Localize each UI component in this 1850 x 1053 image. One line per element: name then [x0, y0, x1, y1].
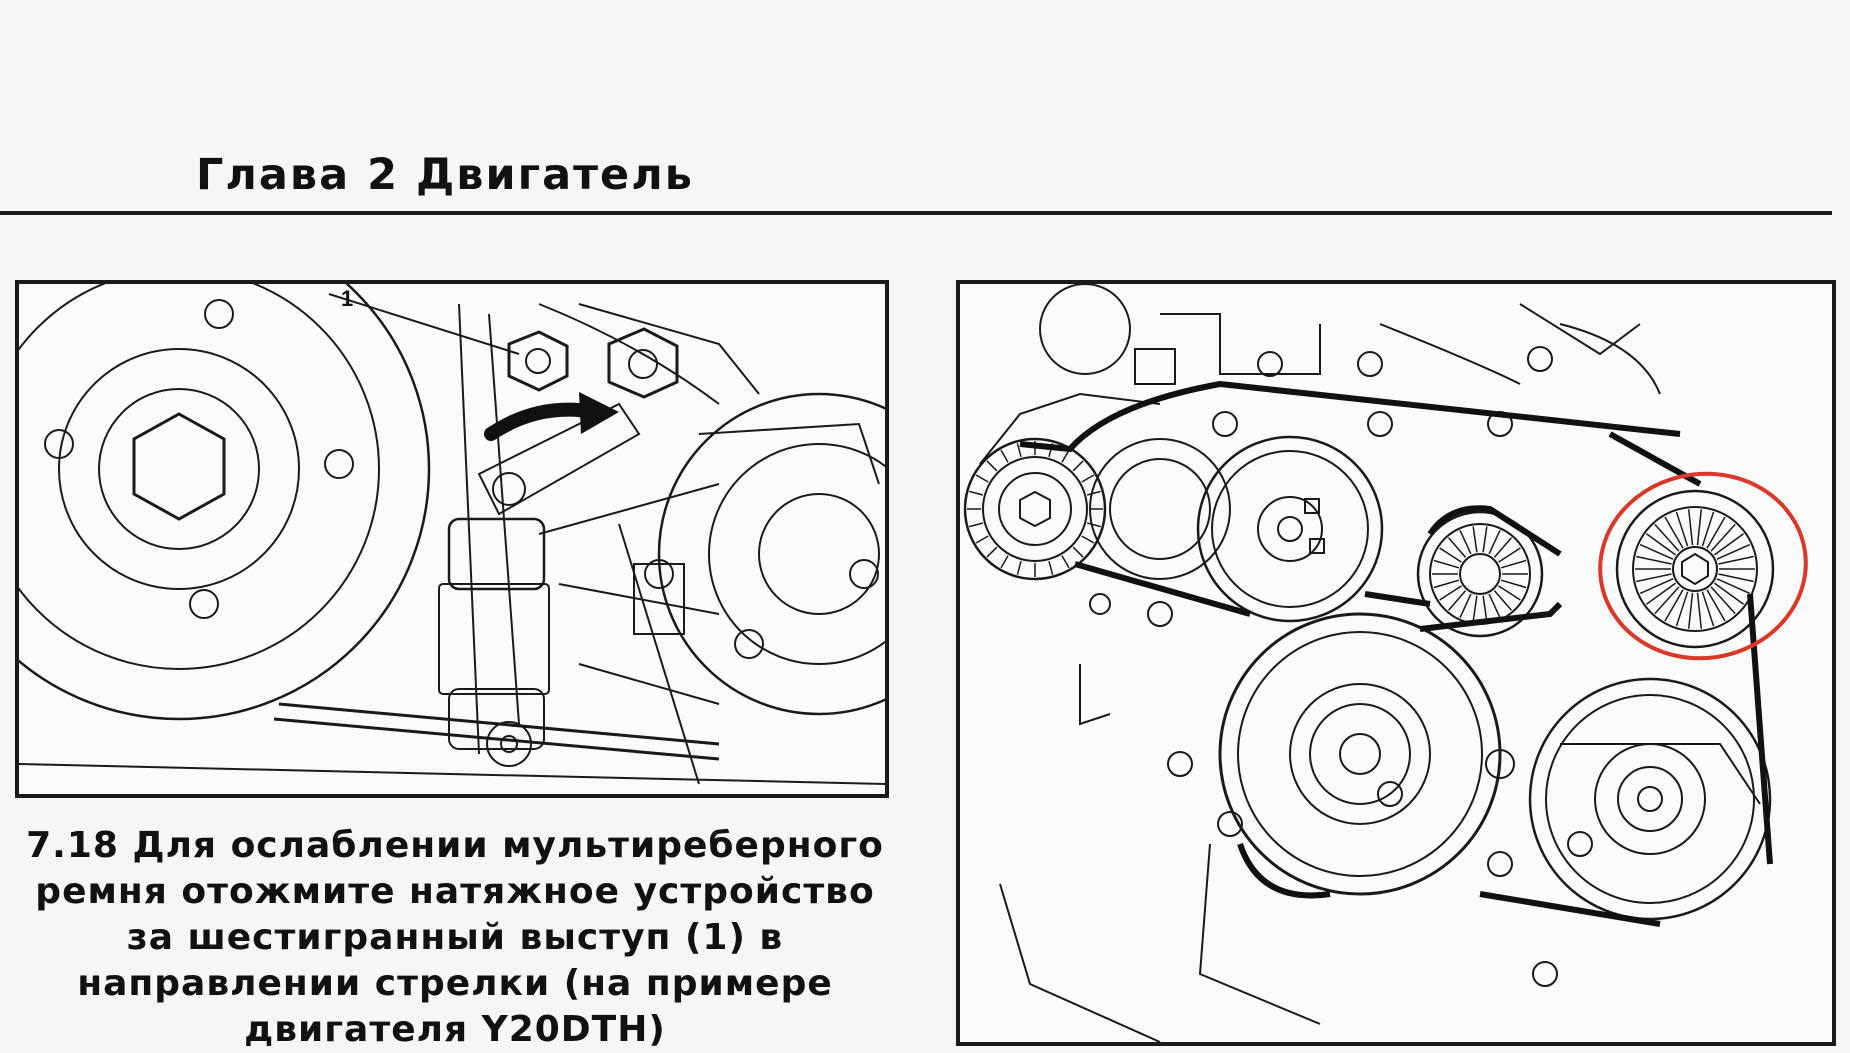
pulley-rib — [969, 490, 984, 496]
pulley-rib — [1636, 573, 1672, 583]
pulley-rib — [1433, 579, 1460, 589]
header-rule — [0, 211, 1832, 215]
pulley-rib — [1498, 547, 1521, 563]
pulley-rib — [1710, 523, 1736, 552]
tensioner-figure: 1 — [15, 280, 889, 798]
belt-routing-illustration — [963, 284, 1808, 1042]
caption-number: 7.18 — [26, 825, 119, 866]
pulley-rib — [1081, 474, 1095, 483]
pulley-rib — [1706, 516, 1726, 549]
pulley-rib — [1086, 522, 1101, 528]
pulley-rib — [975, 535, 989, 544]
pulley-rib — [1493, 590, 1513, 611]
pulley-rib — [1664, 516, 1684, 549]
caption-text: Для ослаблении мультиреберного ремня ото… — [35, 825, 884, 1050]
pulley-rib — [1687, 592, 1694, 629]
pulley-rib — [1061, 449, 1070, 463]
pulley-rib — [1696, 509, 1703, 546]
pulley-rib — [1706, 589, 1726, 622]
pulley-rib — [1716, 543, 1751, 560]
pulley-rib — [1675, 511, 1689, 547]
pulley-rib — [1459, 593, 1472, 618]
pulley-rib — [986, 460, 998, 472]
pulley-rib — [1701, 591, 1715, 627]
tensioner-illustration: 1 — [19, 284, 885, 785]
pulley-rib — [1687, 509, 1694, 546]
pulley-rib — [1654, 586, 1680, 615]
pulley-rib — [1701, 511, 1715, 547]
belt-routing-figure — [956, 280, 1836, 1046]
pulley-rib — [1439, 585, 1462, 601]
pulley-rib — [1439, 547, 1462, 563]
curved-arrow-icon — [484, 392, 619, 441]
pulley-rib — [1072, 546, 1084, 558]
pulley-rib — [1639, 578, 1674, 595]
pulley-rib — [1710, 586, 1736, 615]
pulley-rib — [1459, 530, 1472, 555]
pulley-rib — [1500, 559, 1527, 569]
pulley-rib — [1472, 595, 1478, 622]
pulley-rib — [1718, 555, 1754, 565]
pulley-rib — [1000, 449, 1009, 463]
pulley-rib — [1433, 559, 1460, 569]
pulley-rib — [1016, 443, 1022, 458]
pulley-rib — [1000, 555, 1009, 569]
pulley-rib — [1081, 535, 1095, 544]
pulley-rib — [1636, 555, 1672, 565]
pulley-rib — [1447, 537, 1467, 558]
pulley-rib — [1716, 578, 1751, 595]
pulley-rib — [1646, 533, 1677, 556]
pulley-rib — [1086, 490, 1101, 496]
pulley-rib — [975, 474, 989, 483]
pulley-rib — [969, 522, 984, 528]
pulley-rib — [1718, 573, 1754, 583]
pulley-rib — [1639, 543, 1674, 560]
pulley-rib — [1646, 582, 1677, 605]
pulley-rib — [1447, 590, 1467, 611]
red-circle-highlight — [1598, 471, 1808, 661]
chapter-title: Глава 2 Двигатель — [196, 150, 694, 200]
pulley-rib — [1664, 589, 1684, 622]
pulley-rib — [1482, 526, 1488, 553]
pulley-rib — [1482, 595, 1488, 622]
pulley-rib — [1713, 533, 1744, 556]
pulley-rib — [1696, 592, 1703, 629]
pulley-rib — [1498, 585, 1521, 601]
pulley-rib — [1488, 593, 1501, 618]
pulley-rib — [986, 546, 998, 558]
pulley-rib — [1472, 526, 1478, 553]
pulley-rib — [1493, 537, 1513, 558]
callout-label: 1 — [341, 286, 353, 311]
pulley-rib — [1072, 460, 1084, 472]
pulley-rib — [1675, 591, 1689, 627]
pulley-rib — [1713, 582, 1744, 605]
pulley-rib — [1061, 555, 1070, 569]
figure-caption: 7.18 Для ослаблении мультиреберного ремн… — [20, 823, 890, 1053]
pulley-rib — [1488, 530, 1501, 555]
pulley-rib — [1654, 523, 1680, 552]
belt-path — [1019, 380, 1773, 927]
pulley-rib — [1500, 579, 1527, 589]
pulley-rib — [1016, 560, 1022, 575]
pulley-rib — [1048, 560, 1054, 575]
